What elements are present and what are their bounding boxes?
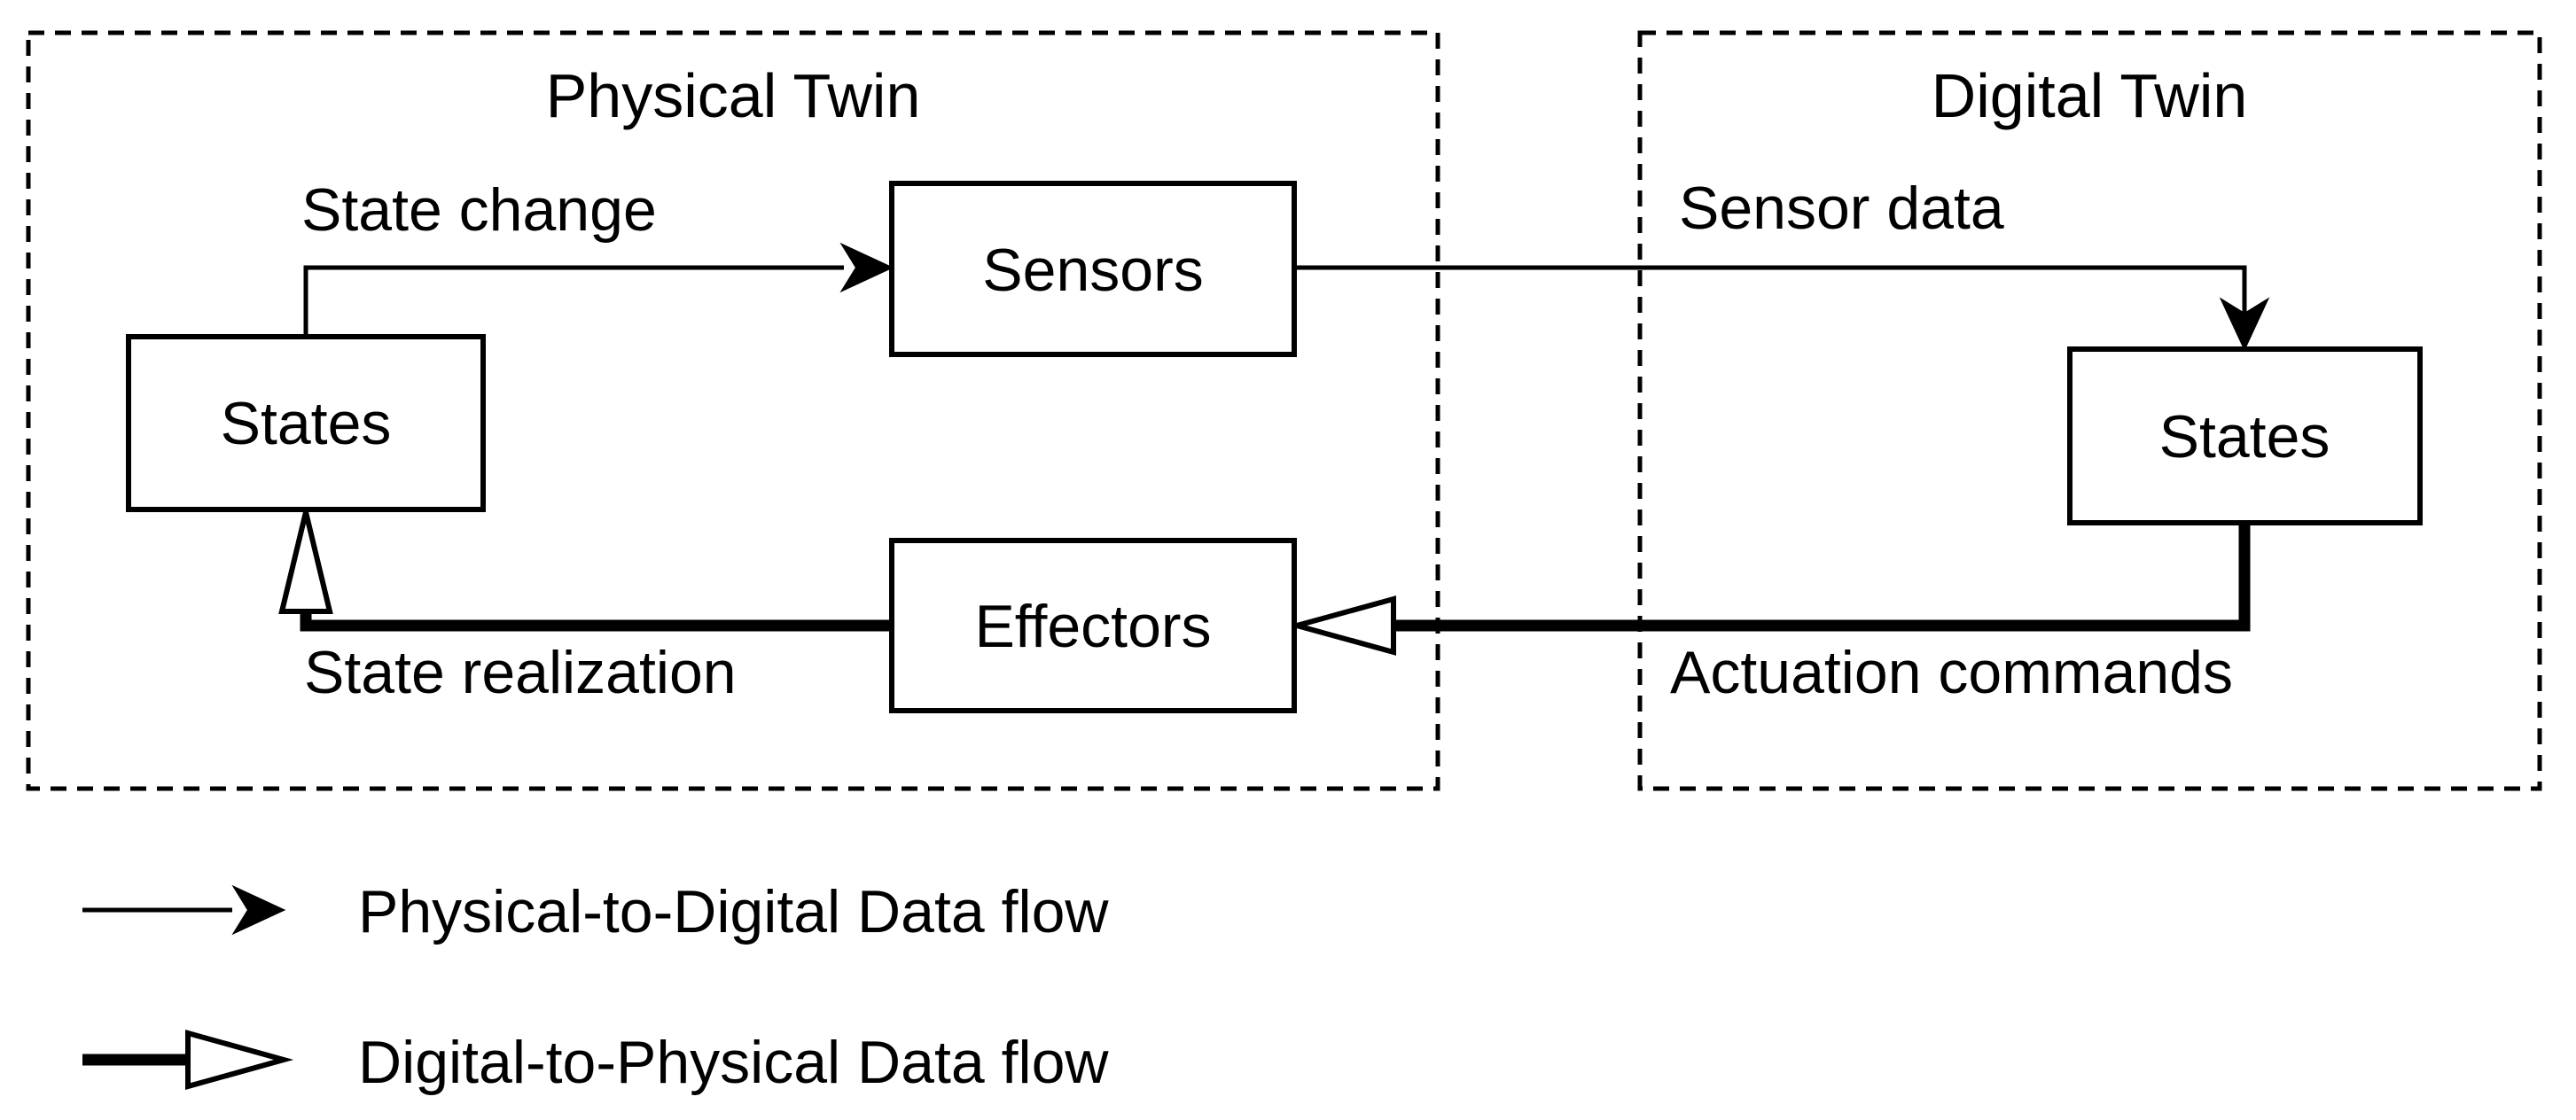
state-realization-arrowhead-icon — [278, 511, 333, 614]
state-realization-line — [300, 608, 892, 632]
sensors-label: Sensors — [982, 237, 1203, 304]
digital-twin-boundary — [1637, 30, 2542, 791]
node-effectors: Effectors — [889, 538, 1297, 713]
actuation-commands-label: Actuation commands — [1670, 639, 2233, 706]
sensor-data-arrowhead-icon — [2219, 297, 2270, 352]
effectors-box — [889, 538, 1297, 713]
physical-twin-container: Physical Twin — [26, 30, 1440, 791]
states-physical-box — [126, 334, 486, 512]
state-change-label: State change — [301, 176, 657, 244]
node-sensors: Sensors — [889, 181, 1297, 357]
legend-open-arrowhead-icon — [185, 1030, 294, 1090]
digital-twin-title: Digital Twin — [1932, 61, 2248, 130]
physical-twin-boundary — [26, 30, 1440, 791]
legend-filled-arrowhead-icon — [231, 884, 286, 936]
sensors-box — [889, 181, 1297, 357]
edge-state-change: State change — [301, 176, 894, 337]
physical-twin-title: Physical Twin — [546, 61, 921, 130]
legend-row-physical-to-digital: Physical-to-Digital Data flow — [82, 878, 1109, 945]
legend-digital-to-physical-label: Digital-to-Physical Data flow — [358, 1029, 1109, 1096]
state-realization-label: State realization — [304, 639, 737, 706]
legend-row-digital-to-physical: Digital-to-Physical Data flow — [82, 1029, 1109, 1096]
effectors-label: Effectors — [974, 593, 1211, 660]
state-change-line — [303, 265, 844, 337]
node-states-digital: States — [2067, 346, 2423, 525]
edge-state-realization: State realization — [278, 511, 892, 706]
state-change-arrowhead-icon — [839, 242, 894, 293]
states-digital-label: States — [2159, 403, 2330, 471]
node-states-physical: States — [126, 334, 486, 512]
legend: Physical-to-Digital Data flow Digital-to… — [82, 878, 1109, 1096]
edge-sensor-data: Sensor data — [1294, 175, 2270, 352]
states-physical-label: States — [221, 390, 392, 457]
digital-twin-container: Digital Twin — [1637, 30, 2542, 791]
legend-physical-to-digital-label: Physical-to-Digital Data flow — [358, 878, 1109, 945]
actuation-commands-arrowhead-icon — [1286, 595, 1396, 656]
states-digital-box — [2067, 346, 2423, 525]
sensor-data-label: Sensor data — [1679, 175, 2004, 242]
sensor-data-line — [1294, 265, 2247, 315]
actuation-commands-line — [1392, 523, 2251, 632]
edge-actuation-commands: Actuation commands — [1286, 523, 2251, 706]
